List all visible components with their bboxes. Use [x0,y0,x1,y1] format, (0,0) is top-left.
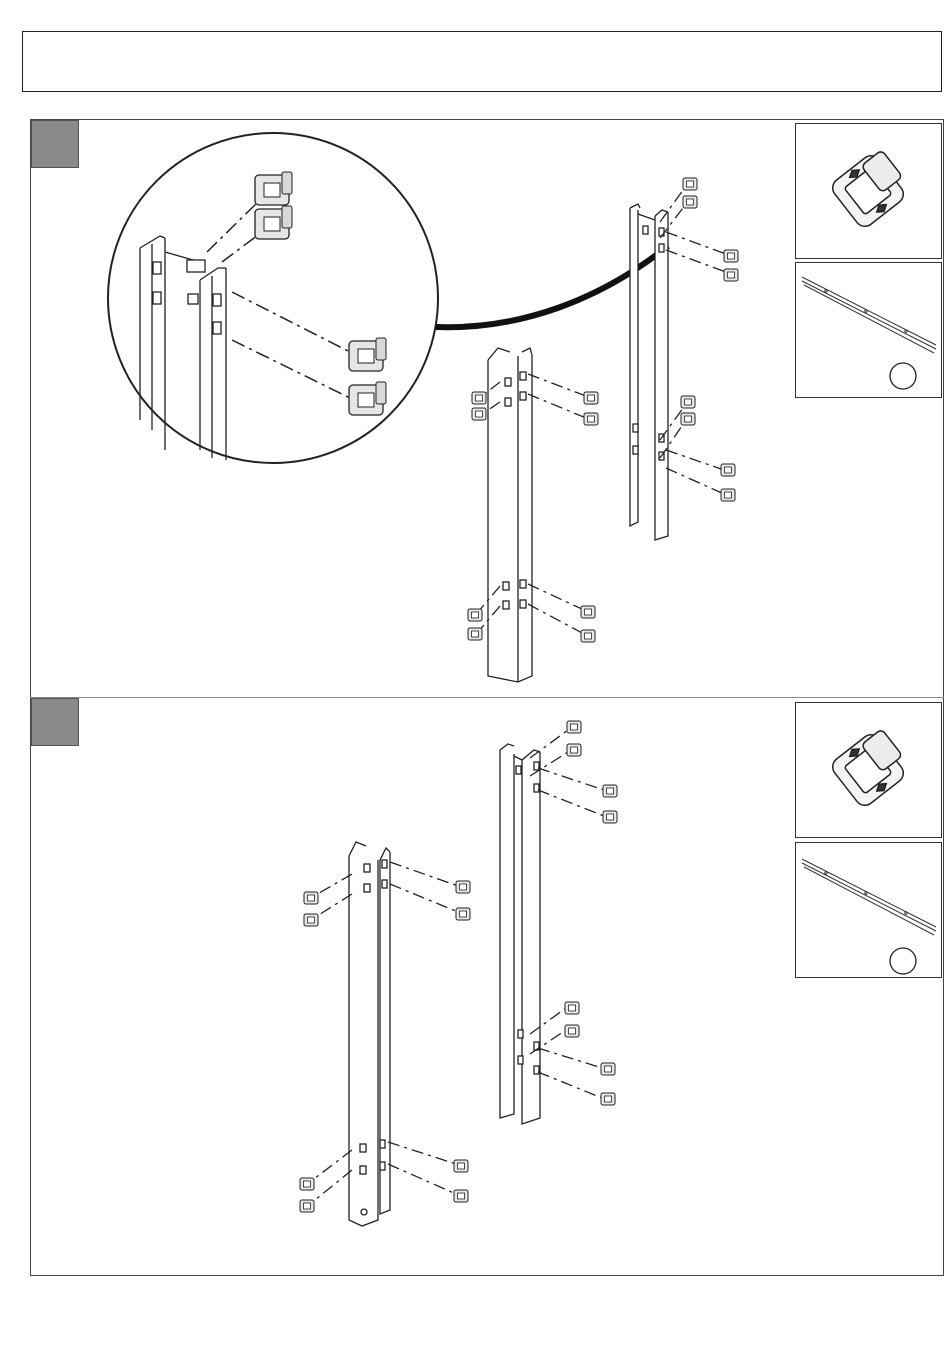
step-2-rail-front [349,842,390,1226]
step-1-rail-front [488,348,532,682]
step-2-rail-back [500,744,540,1124]
step-1-rail-back [630,204,668,540]
